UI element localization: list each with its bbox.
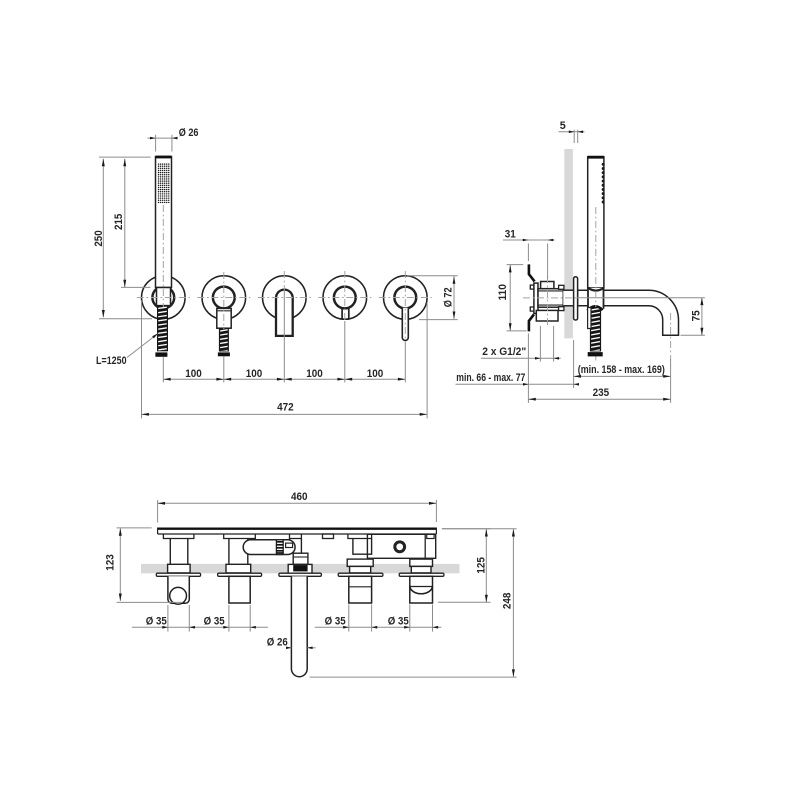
svg-text:Ø 26: Ø 26 (267, 636, 288, 648)
svg-text:100: 100 (246, 368, 263, 380)
svg-text:110: 110 (497, 284, 509, 301)
svg-text:125: 125 (475, 557, 487, 574)
svg-text:Ø 35: Ø 35 (146, 616, 167, 628)
svg-text:(min. 158 - max. 169): (min. 158 - max. 169) (578, 364, 665, 376)
svg-text:248: 248 (502, 593, 514, 610)
svg-text:Ø 35: Ø 35 (388, 616, 409, 628)
svg-text:472: 472 (277, 402, 294, 414)
svg-text:Ø 72: Ø 72 (442, 287, 454, 307)
svg-text:Ø 26: Ø 26 (179, 127, 199, 139)
svg-text:L=1250: L=1250 (96, 355, 127, 367)
svg-text:Ø 35: Ø 35 (325, 616, 346, 628)
svg-text:min. 66 - max. 77: min. 66 - max. 77 (456, 372, 525, 384)
svg-text:2 x G1/2": 2 x G1/2" (482, 346, 526, 358)
svg-text:100: 100 (185, 368, 202, 380)
svg-text:100: 100 (306, 368, 323, 380)
svg-text:75: 75 (690, 310, 702, 321)
svg-text:123: 123 (104, 554, 116, 571)
svg-text:250: 250 (93, 230, 105, 246)
svg-text:460: 460 (291, 491, 308, 503)
svg-text:31: 31 (505, 229, 516, 241)
svg-text:5: 5 (560, 120, 566, 132)
svg-text:235: 235 (593, 387, 610, 399)
svg-text:Ø 35: Ø 35 (204, 616, 225, 628)
svg-text:215: 215 (113, 214, 125, 230)
svg-text:100: 100 (367, 368, 384, 380)
